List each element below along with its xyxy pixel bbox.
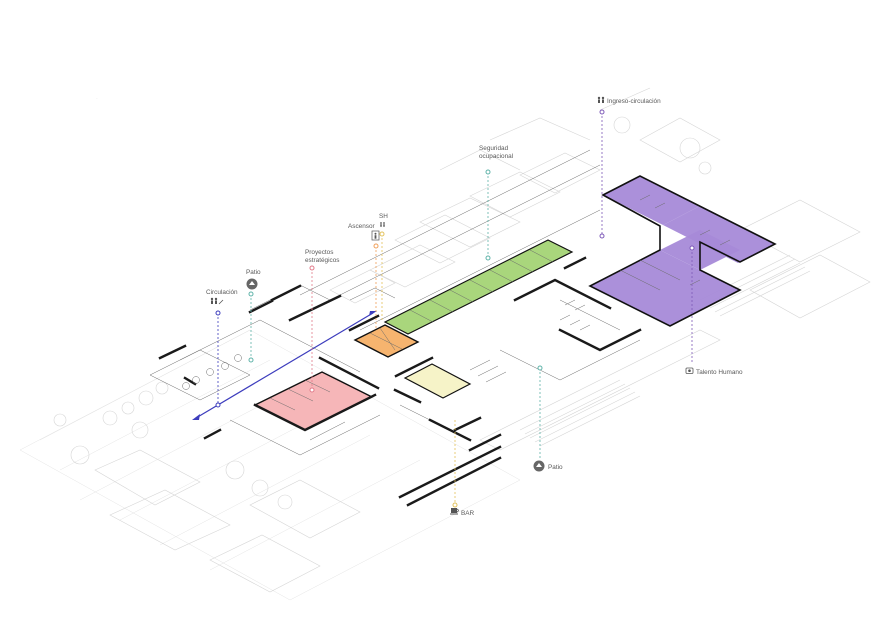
label-sh: SH: [379, 213, 388, 220]
zone-talento-humano: [588, 175, 777, 327]
label-bar: BAR: [461, 510, 475, 517]
annotation-labels: Ingreso-circulación Seguridad ocupaciona…: [206, 98, 743, 517]
circulation-people-icon: [210, 297, 224, 305]
bar-cup-icon: [450, 508, 459, 515]
site-context: [19, 87, 871, 601]
label-patio-left: Patio: [246, 269, 261, 276]
label-ascensor: Ascensor: [348, 223, 376, 230]
leader-lines: [217, 112, 693, 505]
label-talento-humano: Talento Humano: [696, 369, 743, 376]
zone-ascensor: [353, 324, 420, 358]
label-proyectos-line2: estratégicos: [305, 257, 339, 264]
label-proyectos-line1: Proyectos: [305, 249, 333, 256]
watermark-layer: ·: [96, 96, 98, 102]
wall-lines: [158, 256, 642, 507]
ingreso-people-icon: [597, 96, 605, 103]
label-circulacion: Circulación: [206, 289, 238, 296]
patio-icon-left: [246, 278, 258, 290]
zone-patio-room: [403, 363, 472, 399]
label-ingreso-circulacion: Ingreso-circulación: [607, 98, 661, 105]
elevator-icon: [371, 230, 380, 241]
furniture: [182, 299, 591, 390]
label-seguridad-line2: ocupacional: [479, 153, 513, 160]
zone-proyectos-estrategicos: [253, 371, 374, 431]
zone-seguridad-ocupacional: [383, 239, 574, 335]
patio-icon-right: [533, 460, 545, 472]
svg-text:·: ·: [96, 96, 98, 102]
circulation-arrow: [192, 311, 377, 420]
leader-dots: [215, 109, 695, 508]
label-patio-right: Patio: [548, 464, 563, 471]
building-structure: [149, 149, 641, 456]
label-seguridad-line1: Seguridad: [479, 145, 509, 152]
sh-restroom-icon: [380, 222, 385, 227]
talento-humano-icon: [685, 367, 694, 374]
